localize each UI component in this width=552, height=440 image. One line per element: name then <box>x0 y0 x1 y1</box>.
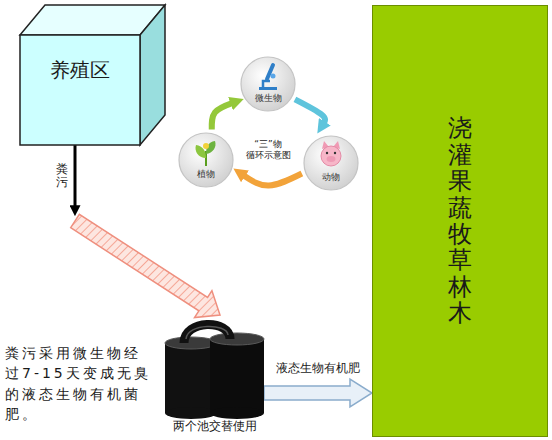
node-text: 养殖区 <box>50 57 110 84</box>
node-text: 微生物 <box>255 92 282 105</box>
microscope-base <box>259 87 277 90</box>
connecting-pipe <box>184 324 230 343</box>
irrigation-band: 浇灌果蔬牧草林木 <box>372 5 548 437</box>
shape <box>160 315 270 437</box>
edge-label: 粪污 <box>56 163 68 189</box>
connector <box>71 145 220 318</box>
tank-body <box>210 339 264 413</box>
pig-head <box>321 146 341 166</box>
tank-pair: 两个池交替使用 <box>160 315 270 437</box>
node-text: 动物 <box>322 171 340 184</box>
circle-outline <box>304 136 358 190</box>
process-note: 粪污采用微生物经过7-15天变成无臭的液态生物有机菌肥。 <box>5 343 157 424</box>
connector <box>212 103 233 130</box>
pig-eye <box>334 152 336 154</box>
tank-top <box>210 333 264 345</box>
connector <box>264 379 372 407</box>
shape <box>303 135 359 191</box>
tank-bottom <box>165 407 217 419</box>
tank-body <box>165 343 217 413</box>
cycle-circle: 微生物 <box>240 56 296 112</box>
node-text: 两个池交替使用 <box>173 418 257 435</box>
box-front-face <box>20 35 140 145</box>
pig-eye <box>326 152 328 154</box>
circle-outline <box>241 57 295 111</box>
node-text: 植物 <box>197 168 215 181</box>
plant-bud <box>203 143 209 149</box>
connector <box>295 99 325 123</box>
tank-top <box>165 337 217 349</box>
microscope-stand <box>263 81 270 87</box>
connector <box>243 174 302 186</box>
shape <box>178 132 234 188</box>
shape <box>240 56 296 112</box>
shape <box>20 35 140 145</box>
pig-snout <box>327 156 336 162</box>
farm-block: 养殖区 <box>20 35 140 145</box>
cycle-circle: 植物 <box>178 132 234 188</box>
hatched-arrow <box>71 214 220 317</box>
icon <box>321 141 341 166</box>
cycle-arrow <box>295 99 325 123</box>
cycle-arrow <box>243 174 302 186</box>
node-text: 浇灌果蔬牧草林木 <box>448 115 472 326</box>
microscope-knob <box>271 74 276 79</box>
cycle-circle: 动物 <box>303 135 359 191</box>
circle-outline <box>179 133 233 187</box>
box-side-face <box>140 5 165 145</box>
pipe-highlight <box>186 326 228 339</box>
edge-label: 液态生物有机肥 <box>276 360 360 377</box>
tank-bottom <box>210 407 264 419</box>
illustration-title: “三”物 循环示意图 <box>244 139 292 162</box>
icon <box>259 65 277 90</box>
discharge-line <box>74 145 77 207</box>
cycle-arrow <box>212 103 233 130</box>
icon <box>195 141 215 166</box>
fertilizer-arrow <box>264 379 372 407</box>
